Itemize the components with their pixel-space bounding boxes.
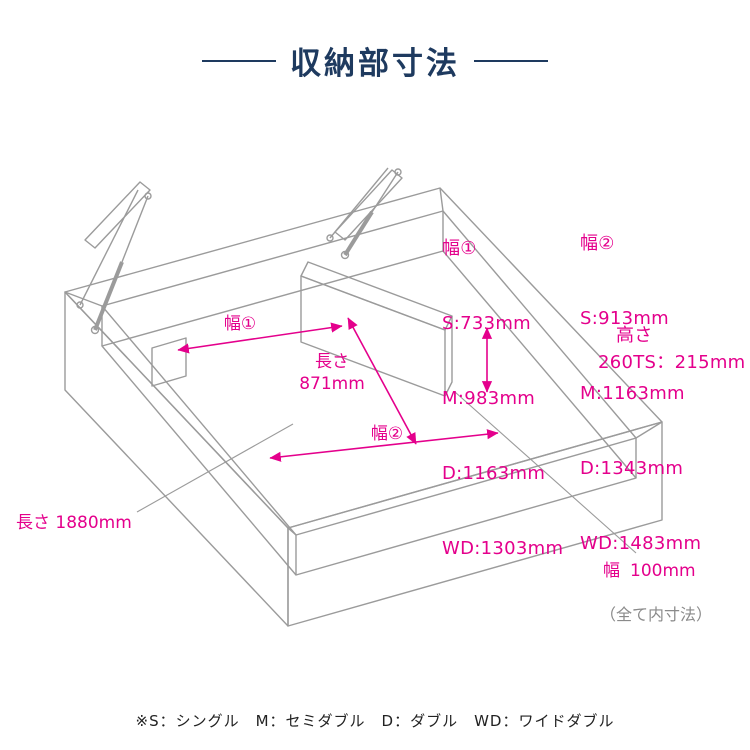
size-legend-footer: ※S：シングル M：セミダブル D：ダブル WD：ワイドダブル	[135, 712, 615, 730]
size-row: D:1343mm	[580, 458, 684, 479]
title-rule-right	[474, 59, 548, 62]
total-length-label: 長さ 1880mm	[16, 513, 132, 533]
divider-board	[300, 261, 453, 397]
size-row: M:1163mm	[580, 383, 685, 404]
height-block-value: 260TS：215mm	[598, 352, 746, 373]
size-row: D:1163mm	[442, 463, 546, 484]
partition-width-label: 幅 100mm	[603, 556, 696, 581]
size-row: WD:1303mm	[442, 538, 564, 559]
width1-size-block: 幅① S:733mm M:983mm D:1163mm WD:1303mm	[442, 186, 563, 611]
lift-strut-left	[76, 181, 152, 335]
size-row: S:733mm	[442, 313, 532, 334]
height-block-heading: 高さ	[616, 325, 653, 346]
inner-length-arrow	[347, 317, 417, 445]
width2-inline-label: 幅②	[370, 424, 404, 444]
page-title: 収納部寸法	[0, 38, 750, 83]
inner-length-text: 長さ	[315, 352, 349, 372]
leader-lines	[136, 391, 637, 554]
width2-arrow	[269, 429, 499, 462]
dimension-arrows	[177, 317, 499, 462]
title-rule-left	[202, 59, 276, 62]
inner-dimension-note: （全て内寸法）	[600, 605, 713, 624]
lift-strut-right	[326, 167, 403, 260]
size-row: M:983mm	[442, 388, 536, 409]
storage-box-outline	[64, 187, 663, 627]
partition-width-value: 100mm	[630, 561, 696, 581]
size-row: S:913mm	[580, 308, 670, 329]
width1-inline-label: 幅①	[223, 314, 257, 334]
width1-arrow	[177, 322, 343, 354]
width1-block-heading: 幅①	[442, 238, 477, 259]
partition-width-text: 幅	[603, 561, 620, 581]
width2-block-heading: 幅②	[580, 233, 615, 254]
inner-length-value: 871mm	[299, 374, 365, 394]
width2-size-block: 幅② S:913mm M:1163mm D:1343mm WD:1483mm	[580, 181, 701, 606]
page-title-text: 収納部寸法	[290, 46, 460, 82]
size-row: WD:1483mm	[580, 533, 702, 554]
